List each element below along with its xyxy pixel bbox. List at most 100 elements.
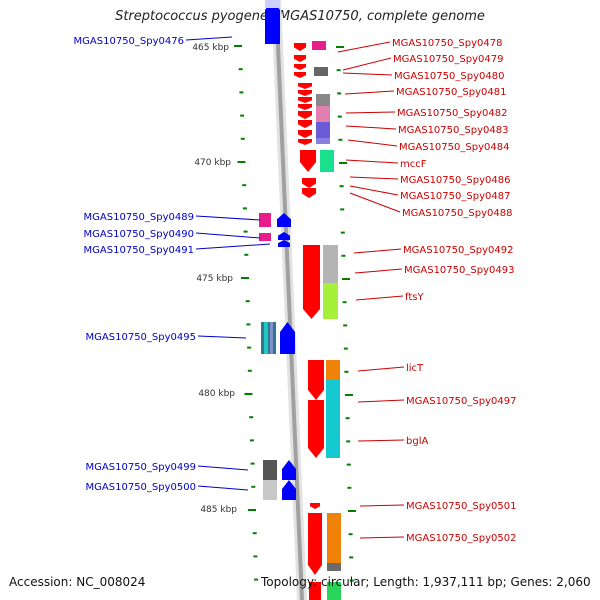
scale-label: 480 kbp <box>198 389 235 399</box>
reverse-gene-arrow <box>282 480 296 500</box>
forward-gene-label[interactable]: MGAS10750_Spy0483 <box>398 125 508 136</box>
reverse-gene-arrow <box>265 0 280 44</box>
forward-gene-label[interactable]: MGAS10750_Spy0502 <box>406 533 516 544</box>
feature-block <box>327 513 341 563</box>
feature-block <box>316 106 330 122</box>
forward-gene-arrow <box>308 513 322 575</box>
reverse-gene-callout <box>195 232 261 239</box>
feature-block <box>263 460 277 480</box>
forward-gene-arrow <box>308 400 324 458</box>
reverse-gene-arrow <box>278 240 290 247</box>
forward-gene-callout <box>345 159 399 164</box>
forward-gene-arrow <box>298 104 312 110</box>
topology-text: Topology: circular; Length: 1,937,111 bp… <box>261 575 591 589</box>
feature-block <box>323 283 338 319</box>
forward-gene-arrow <box>302 178 316 188</box>
feature-block <box>259 233 271 241</box>
feature-block <box>326 360 340 380</box>
reverse-gene-callout <box>197 465 249 471</box>
reverse-gene-label[interactable]: MGAS10750_Spy0490 <box>84 229 194 240</box>
reverse-gene-callout <box>195 243 271 250</box>
forward-gene-arrow <box>298 90 312 96</box>
forward-gene-label[interactable]: MGAS10750_Spy0481 <box>396 87 506 98</box>
feature-block <box>264 322 268 354</box>
feature-block <box>259 213 271 227</box>
forward-gene-label[interactable]: MGAS10750_Spy0487 <box>400 191 510 202</box>
forward-gene-label[interactable]: ftsY <box>405 292 424 303</box>
forward-gene-arrow <box>294 43 306 51</box>
forward-gene-arrow <box>310 503 320 509</box>
feature-block <box>316 122 330 138</box>
reverse-gene-label[interactable]: MGAS10750_Spy0495 <box>86 332 196 343</box>
forward-gene-callout <box>349 176 399 180</box>
forward-gene-label[interactable]: MGAS10750_Spy0478 <box>392 38 502 49</box>
forward-gene-label[interactable]: MGAS10750_Spy0493 <box>404 265 514 276</box>
forward-gene-label[interactable]: MGAS10750_Spy0480 <box>394 71 504 82</box>
forward-gene-callout <box>359 536 405 539</box>
forward-gene-label[interactable]: MGAS10750_Spy0479 <box>393 54 503 65</box>
forward-gene-arrow <box>294 55 306 62</box>
reverse-gene-callout <box>197 485 249 491</box>
reverse-gene-label[interactable]: MGAS10750_Spy0491 <box>84 245 194 256</box>
forward-gene-label[interactable]: MGAS10750_Spy0492 <box>403 245 513 256</box>
feature-block <box>261 322 276 354</box>
forward-gene-label[interactable]: MGAS10750_Spy0482 <box>397 108 507 119</box>
reverse-gene-arrow <box>282 460 296 480</box>
forward-gene-arrow <box>298 139 312 145</box>
feature-block <box>326 380 340 458</box>
forward-gene-arrow <box>298 130 312 138</box>
forward-gene-callout <box>355 295 404 301</box>
forward-gene-callout <box>337 41 391 53</box>
forward-gene-callout <box>359 504 405 507</box>
reverse-gene-label[interactable]: MGAS10750_Spy0500 <box>86 482 196 493</box>
scale-label: 465 kbp <box>192 43 229 53</box>
reverse-gene-label[interactable]: MGAS10750_Spy0499 <box>86 462 196 473</box>
feature-block <box>320 150 334 172</box>
forward-gene-arrow <box>300 150 316 172</box>
feature-block <box>327 563 341 571</box>
forward-gene-callout <box>353 248 402 254</box>
scale-label: 475 kbp <box>196 274 233 284</box>
map-title: Streptococcus pyogenes MGAS10750, comple… <box>115 9 485 24</box>
reverse-gene-label[interactable]: MGAS10750_Spy0489 <box>84 212 194 223</box>
feature-block <box>312 41 326 50</box>
forward-gene-callout <box>345 125 397 130</box>
forward-gene-arrow <box>298 83 312 89</box>
forward-gene-label[interactable]: MGAS10750_Spy0501 <box>406 501 516 512</box>
genome-backbone <box>274 0 304 600</box>
forward-gene-callout <box>345 111 396 114</box>
reverse-gene-arrow <box>278 232 290 240</box>
forward-gene-arrow <box>303 245 320 319</box>
forward-gene-callout <box>342 57 392 71</box>
feature-block <box>263 480 277 500</box>
reverse-gene-callout <box>185 36 233 41</box>
scale-label: 485 kbp <box>200 505 237 515</box>
reverse-gene-label[interactable]: MGAS10750_Spy0476 <box>74 36 184 47</box>
forward-gene-label[interactable]: MGAS10750_Spy0484 <box>399 142 509 153</box>
reverse-gene-callout <box>195 215 261 221</box>
feature-block <box>327 582 341 600</box>
reverse-gene-arrow <box>280 322 295 354</box>
accession-text: Accession: NC_008024 <box>9 575 146 589</box>
forward-gene-callout <box>357 399 405 403</box>
forward-gene-arrow <box>298 97 312 103</box>
forward-gene-label[interactable]: mccF <box>400 159 427 170</box>
forward-gene-callout <box>354 268 403 274</box>
forward-gene-label[interactable]: licT <box>406 363 424 374</box>
forward-gene-callout <box>349 185 399 196</box>
feature-block <box>314 67 328 76</box>
forward-gene-label[interactable]: MGAS10750_Spy0486 <box>400 175 510 186</box>
scale-label: 470 kbp <box>194 158 231 168</box>
feature-block <box>270 322 273 354</box>
forward-gene-callout <box>347 139 398 147</box>
forward-gene-label[interactable]: MGAS10750_Spy0488 <box>402 208 512 219</box>
forward-gene-arrow <box>308 360 324 400</box>
forward-gene-label[interactable]: MGAS10750_Spy0497 <box>406 396 516 407</box>
feature-block <box>316 138 330 144</box>
reverse-gene-callout <box>197 335 247 339</box>
forward-gene-callout <box>357 366 405 372</box>
forward-gene-arrow <box>302 188 316 198</box>
forward-gene-arrow <box>298 111 312 119</box>
forward-gene-label[interactable]: bglA <box>406 436 428 447</box>
